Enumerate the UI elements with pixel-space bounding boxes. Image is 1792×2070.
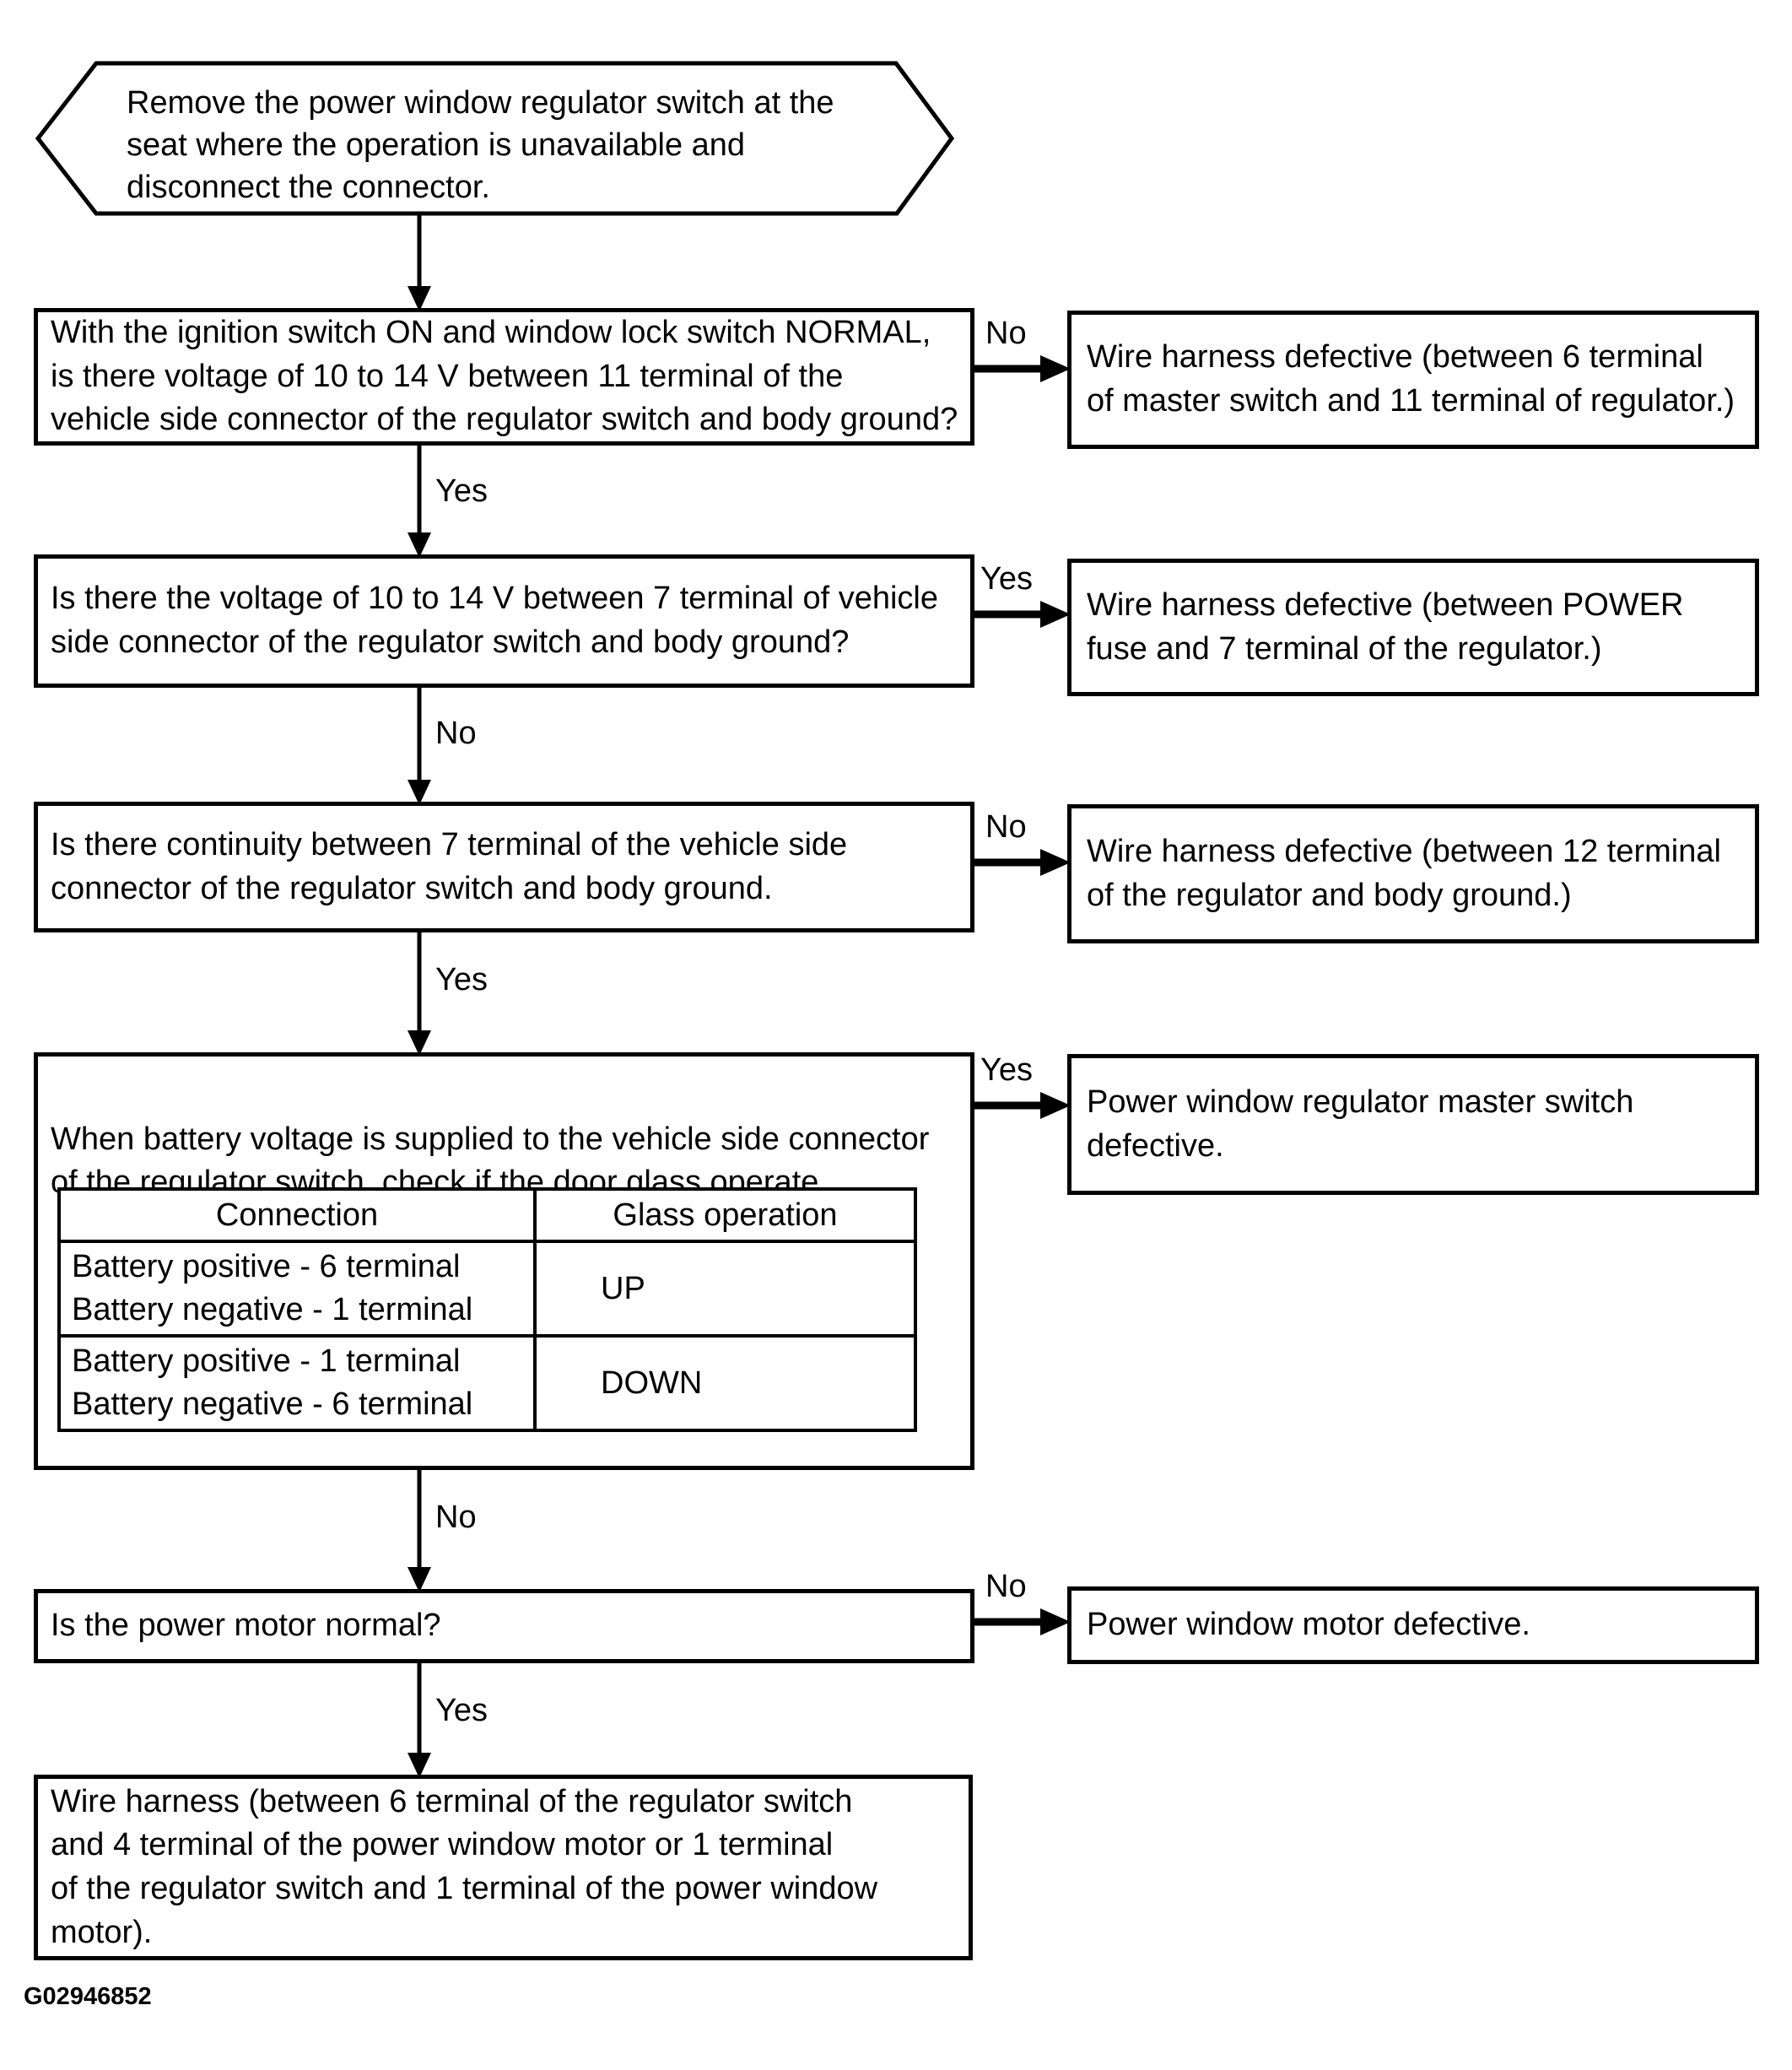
question-4-text: When battery voltage is supplied to the … (51, 1121, 930, 1201)
arrow-q3-down (408, 931, 431, 1056)
arrow-q2-right (970, 601, 1071, 628)
glass-operation-table: Connection Glass operation Battery posit… (57, 1187, 917, 1432)
arrow-q3-right (970, 849, 1071, 876)
final-node: Wire harness (between 6 terminal of the … (34, 1775, 973, 1960)
edge-label-q5-right: No (985, 1569, 1027, 1604)
glass-table-row-up: Battery positive - 6 terminal Battery ne… (57, 1240, 917, 1338)
connection-cell-up: Battery positive - 6 terminal Battery ne… (57, 1240, 537, 1338)
arrow-start-down (408, 212, 431, 311)
result-2: Wire harness defective (between POWER fu… (1067, 559, 1759, 696)
edge-label-q4-right: Yes (980, 1052, 1033, 1088)
start-node-shape (35, 61, 955, 216)
arrow-q1-down (408, 444, 431, 558)
edge-label-q1-right: No (985, 316, 1027, 351)
arrow-q4-down (408, 1468, 431, 1592)
arrow-q2-down (408, 686, 431, 805)
glass-table-header-operation: Glass operation (533, 1187, 917, 1243)
edge-label-q3-down: Yes (435, 962, 488, 997)
question-1: With the ignition switch ON and window l… (34, 308, 974, 446)
result-3: Wire harness defective (between 12 termi… (1067, 804, 1759, 943)
result-5: Power window motor defective. (1067, 1586, 1759, 1664)
edge-label-q1-down: Yes (435, 473, 488, 509)
arrow-q1-right (970, 355, 1071, 382)
arrow-q5-right (970, 1608, 1071, 1635)
result-1: Wire harness defective (between 6 termin… (1067, 311, 1759, 449)
question-2: Is there the voltage of 10 to 14 V betwe… (34, 554, 974, 688)
connection-cell-down: Battery positive - 1 terminal Battery ne… (57, 1334, 537, 1432)
glass-table-header-row: Connection Glass operation (57, 1187, 917, 1243)
arrow-q4-right (970, 1092, 1071, 1119)
arrow-q5-down (408, 1662, 431, 1778)
glass-table-header-connection: Connection (57, 1187, 537, 1243)
start-node: Remove the power window regulator switch… (127, 85, 834, 206)
figure-id: G02946852 (24, 1983, 152, 2010)
edge-label-q3-right: No (985, 809, 1027, 845)
question-4: When battery voltage is supplied to the … (34, 1052, 974, 1470)
question-5: Is the power motor normal? (34, 1589, 974, 1663)
question-3: Is there continuity between 7 terminal o… (34, 802, 974, 932)
glass-table-row-down: Battery positive - 1 terminal Battery ne… (57, 1334, 917, 1432)
result-4: Power window regulator master switch def… (1067, 1054, 1759, 1195)
operation-cell-up: UP (533, 1240, 917, 1338)
edge-label-q4-down: No (435, 1500, 477, 1535)
edge-label-q2-down: No (435, 716, 477, 751)
edge-label-q5-down: Yes (435, 1693, 488, 1728)
operation-cell-down: DOWN (533, 1334, 917, 1432)
edge-label-q2-right: Yes (980, 561, 1033, 597)
